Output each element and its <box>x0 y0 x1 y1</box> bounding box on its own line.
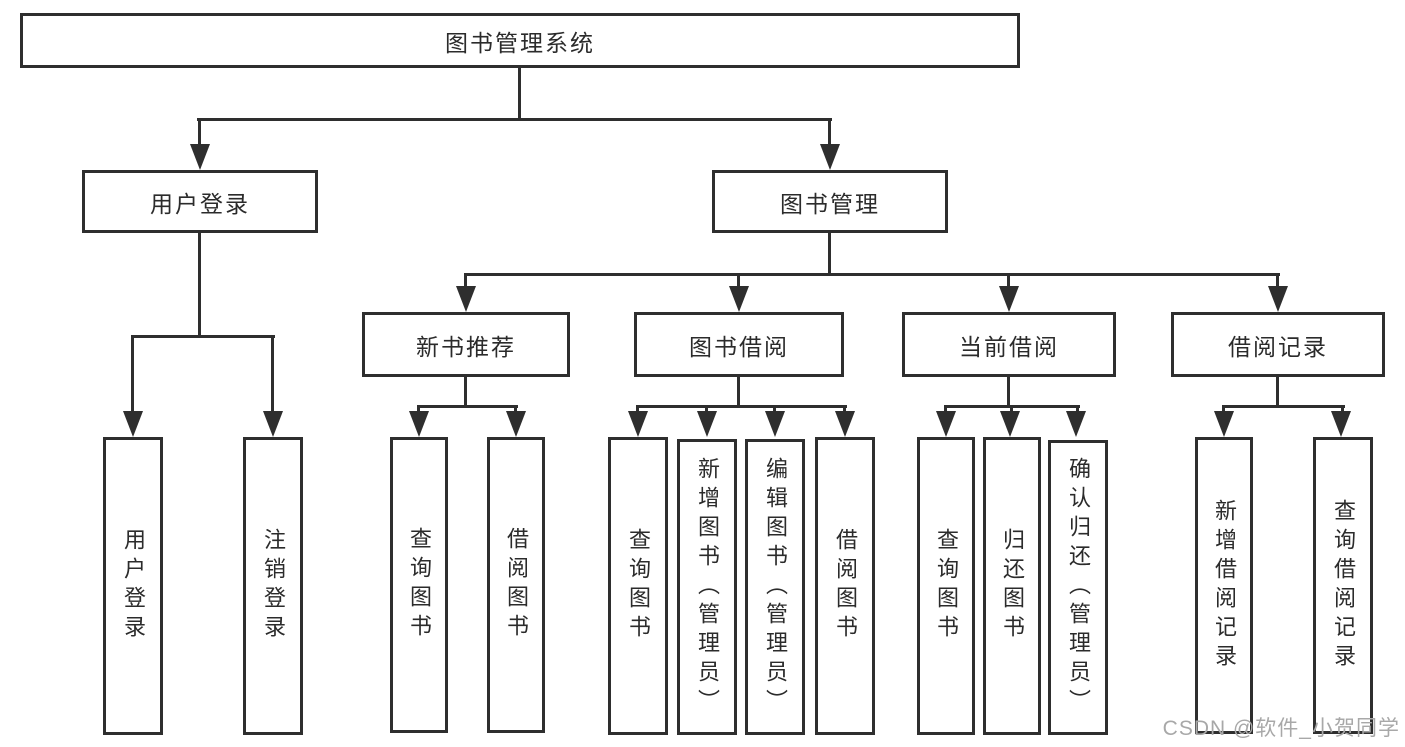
connector-line <box>197 118 832 121</box>
arrowhead-down-icon <box>1066 411 1086 437</box>
connector-line <box>198 118 201 146</box>
connector-line <box>828 118 831 146</box>
connector-line <box>1010 405 1013 415</box>
arrowhead-down-icon <box>628 411 648 437</box>
leaf-add-borrow-record: 新增借阅记录 <box>1195 437 1253 734</box>
arrowhead-down-icon <box>123 411 143 437</box>
leaf-borrow-books-2: 借阅图书 <box>815 437 875 735</box>
arrowhead-down-icon <box>506 411 526 437</box>
node-root-system: 图书管理系统 <box>20 13 1020 68</box>
connector-line <box>1007 273 1010 289</box>
leaf-query-books-2: 查询图书 <box>608 437 668 735</box>
arrowhead-down-icon <box>1000 411 1020 437</box>
connector-line <box>1276 273 1279 289</box>
node-label: 图书管理系统 <box>445 29 595 56</box>
leaf-label: 借阅图书 <box>833 528 858 644</box>
leaf-label: 借阅图书 <box>504 527 529 643</box>
node-borrow-records: 借阅记录 <box>1171 312 1385 377</box>
leaf-query-books-1: 查询图书 <box>390 437 448 733</box>
connector-line <box>514 405 517 415</box>
node-current-borrow: 当前借阅 <box>902 312 1116 377</box>
node-label: 新书推荐 <box>416 333 516 360</box>
connector-line <box>1007 375 1010 407</box>
node-new-book-recommend: 新书推荐 <box>362 312 570 377</box>
connector-line <box>1222 405 1345 408</box>
leaf-label: 查询借阅记录 <box>1331 498 1356 673</box>
leaf-label: 新增借阅记录 <box>1212 498 1237 673</box>
arrowhead-down-icon <box>835 411 855 437</box>
connector-line <box>1341 405 1344 415</box>
connector-line <box>271 335 274 413</box>
node-book-management: 图书管理 <box>712 170 948 233</box>
leaf-query-books-3: 查询图书 <box>917 437 975 735</box>
arrowhead-down-icon <box>765 411 785 437</box>
node-label: 当前借阅 <box>959 333 1059 360</box>
connector-line <box>131 335 275 338</box>
connector-line <box>464 273 467 289</box>
connector-line <box>518 66 521 120</box>
node-label: 图书管理 <box>780 190 880 217</box>
leaf-label: 查询图书 <box>407 527 432 643</box>
connector-line <box>773 405 776 415</box>
arrowhead-down-icon <box>820 144 840 170</box>
connector-line <box>843 405 846 415</box>
arrowhead-down-icon <box>456 286 476 312</box>
connector-line <box>131 335 134 413</box>
leaf-label: 查询图书 <box>626 528 651 644</box>
leaf-user-login: 用户登录 <box>103 437 163 735</box>
connector-line <box>1222 405 1225 415</box>
arrowhead-down-icon <box>936 411 956 437</box>
connector-line <box>198 231 201 337</box>
leaf-label: 用户登录 <box>121 528 146 644</box>
arrowhead-down-icon <box>1331 411 1351 437</box>
node-user-login: 用户登录 <box>82 170 318 233</box>
leaf-edit-books-admin: 编辑图书（管理员） <box>745 439 805 735</box>
arrowhead-down-icon <box>999 286 1019 312</box>
leaf-add-books-admin: 新增图书（管理员） <box>677 439 737 735</box>
arrowhead-down-icon <box>409 411 429 437</box>
connector-line <box>828 233 831 275</box>
arrowhead-down-icon <box>263 411 283 437</box>
connector-line <box>705 405 708 415</box>
leaf-label: 编辑图书（管理员） <box>763 456 788 718</box>
arrowhead-down-icon <box>190 144 210 170</box>
leaf-label: 新增图书（管理员） <box>695 456 720 718</box>
connector-line <box>944 405 947 415</box>
arrowhead-down-icon <box>697 411 717 437</box>
leaf-confirm-return-admin: 确认归还（管理员） <box>1048 440 1108 735</box>
node-label: 用户登录 <box>150 190 250 217</box>
leaf-logout: 注销登录 <box>243 437 303 735</box>
leaf-borrow-books-1: 借阅图书 <box>487 437 545 733</box>
arrowhead-down-icon <box>1214 411 1234 437</box>
connector-line <box>417 405 518 408</box>
leaf-label: 确认归还（管理员） <box>1066 457 1091 718</box>
connector-line <box>464 375 467 407</box>
arrowhead-down-icon <box>1268 286 1288 312</box>
leaf-label: 归还图书 <box>1000 528 1025 644</box>
node-book-borrow: 图书借阅 <box>634 312 844 377</box>
connector-line <box>417 405 420 415</box>
arrowhead-down-icon <box>729 286 749 312</box>
node-label: 借阅记录 <box>1228 333 1328 360</box>
connector-line <box>1076 405 1079 415</box>
leaf-label: 查询图书 <box>934 528 959 644</box>
connector-line <box>1276 375 1279 407</box>
connector-line <box>737 273 740 289</box>
node-label: 图书借阅 <box>689 333 789 360</box>
connector-line <box>737 375 740 407</box>
leaf-query-borrow-record: 查询借阅记录 <box>1313 437 1373 734</box>
leaf-label: 注销登录 <box>261 528 286 644</box>
connector-line <box>636 405 847 408</box>
connector-line <box>636 405 639 415</box>
connector-line <box>464 273 1280 276</box>
leaf-return-books: 归还图书 <box>983 437 1041 735</box>
